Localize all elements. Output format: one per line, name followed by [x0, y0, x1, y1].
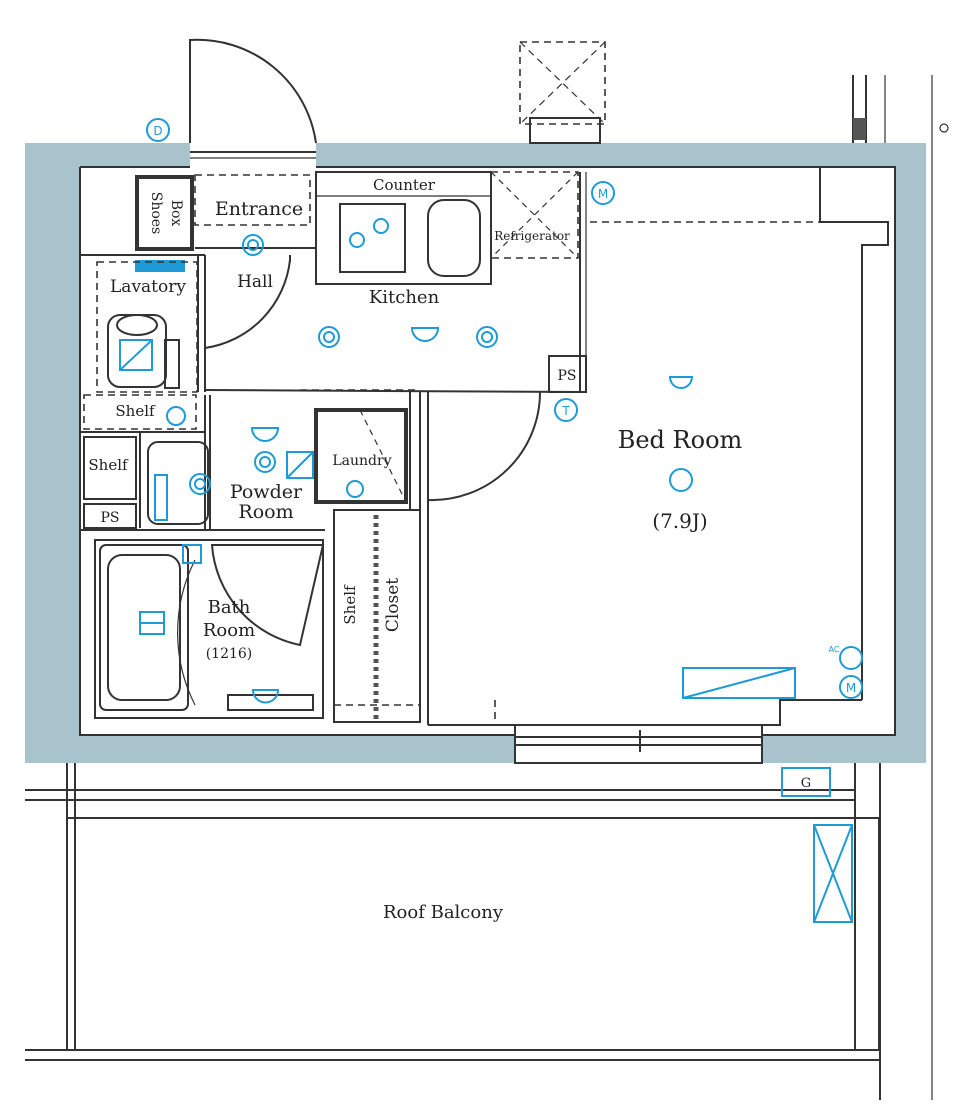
label-bath-room-size: (1216) — [206, 646, 253, 662]
label-counter: Counter — [373, 176, 436, 194]
label-powder: Powder — [230, 481, 303, 503]
symbol-m-top: M — [591, 181, 615, 205]
label-bath-room: Room — [203, 620, 255, 641]
label-lavatory: Lavatory — [110, 277, 186, 297]
label-hall: Hall — [237, 272, 273, 292]
entrance-area — [194, 174, 316, 249]
label-shoes: Shoes — [148, 192, 164, 235]
label-kitchen: Kitchen — [369, 287, 440, 308]
label-powder-room: Room — [238, 501, 293, 523]
inner-wall-lines — [79, 166, 896, 736]
label-bath: Bath — [208, 597, 251, 618]
kitchen-counter — [315, 171, 579, 285]
shelf-area — [80, 394, 209, 529]
label-box: Box — [168, 200, 184, 227]
label-entrance: Entrance — [215, 198, 303, 220]
symbol-t-label: T — [561, 404, 570, 418]
lavatory-walls — [80, 254, 206, 393]
shoes-box — [135, 175, 194, 251]
symbol-m-bottom-label: M — [846, 681, 856, 695]
symbol-d-label: D — [153, 124, 162, 138]
label-roof-balcony: Roof Balcony — [383, 902, 504, 923]
label-gas-meter: G — [801, 776, 811, 791]
powder-room — [80, 389, 420, 531]
symbol-m-bottom: M — [839, 675, 863, 699]
light-fixtures — [154, 218, 694, 704]
hall-door — [204, 255, 291, 349]
symbol-t: T — [554, 398, 578, 422]
label-ps-lower: PS — [100, 510, 119, 526]
label-ps-kitchen: PS — [557, 368, 576, 384]
bed-room-window — [428, 667, 862, 764]
bed-room-outline — [590, 167, 889, 700]
label-laundry: Laundry — [332, 453, 391, 469]
top-right-pipes — [852, 75, 949, 1100]
symbol-d: D — [146, 118, 170, 142]
label-closet: Closet — [383, 578, 403, 632]
label-refrigerator: Refrigerator — [494, 229, 570, 243]
outer-walls — [25, 143, 926, 763]
roof-balcony-outline — [25, 763, 881, 1100]
bath-room — [94, 539, 325, 719]
closet — [333, 509, 421, 723]
label-bed-room: Bed Room — [618, 426, 743, 454]
bed-room-door — [427, 391, 541, 502]
symbol-ac: AC — [829, 645, 863, 670]
symbol-ac-label: AC — [829, 645, 840, 654]
top-duct — [519, 41, 606, 144]
label-closet-shelf: Shelf — [341, 584, 359, 625]
label-shelf-upper: Shelf — [115, 402, 156, 420]
label-bed-room-size: (7.9J) — [652, 509, 707, 533]
label-shelf-lower: Shelf — [88, 456, 129, 474]
symbol-m-top-label: M — [598, 187, 608, 201]
laundry — [314, 392, 429, 725]
kitchen-walls — [204, 172, 587, 393]
entrance-door — [189, 38, 317, 159]
